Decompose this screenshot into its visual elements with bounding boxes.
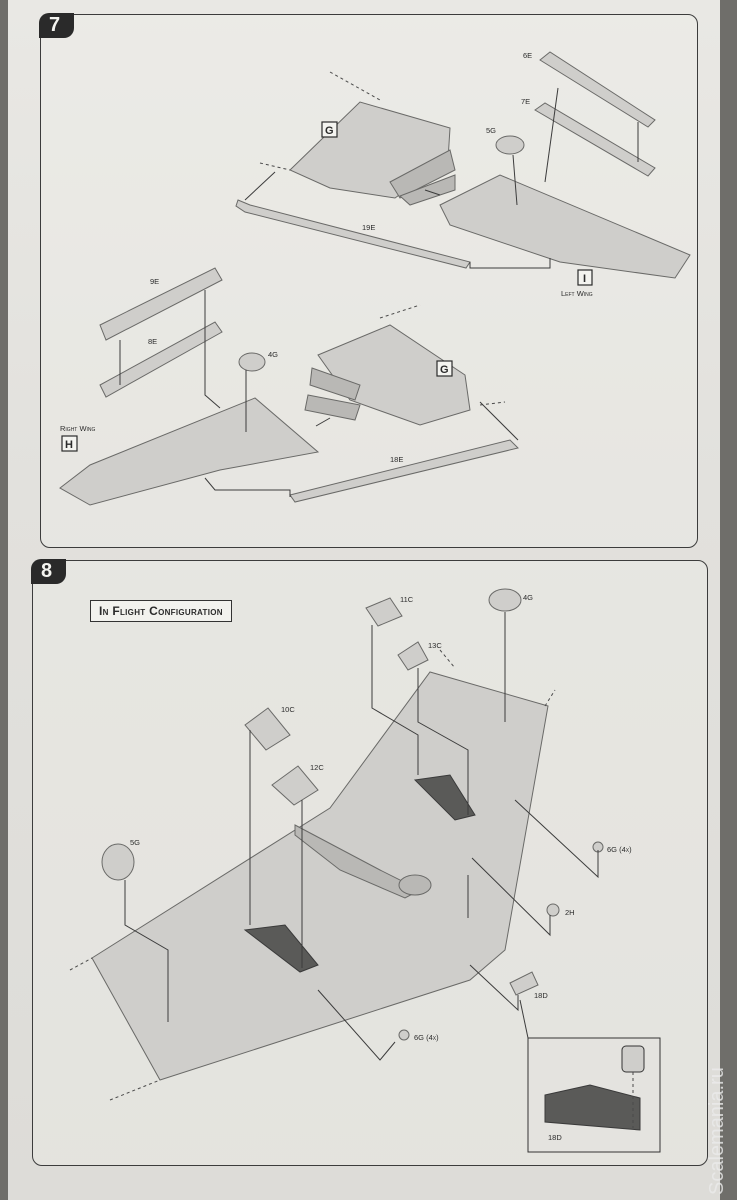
label-18d: 18D <box>534 991 548 1000</box>
part-12c <box>271 765 319 806</box>
left-wing-part-i <box>439 174 691 279</box>
part-6g-bottom <box>398 1029 410 1041</box>
box-g-upper-text: G <box>325 125 334 137</box>
label-2h: 2H <box>565 908 575 917</box>
part-5g-step8 <box>101 843 135 881</box>
part-5g-step7 <box>495 135 525 155</box>
box-g-upper <box>321 121 338 138</box>
label-left-wing: Left Wing <box>561 289 593 298</box>
part-18d-inset <box>544 1084 641 1131</box>
label-18d-inset: 18D <box>548 1133 562 1142</box>
label-13c: 13C <box>428 641 442 650</box>
part-8e <box>99 321 223 398</box>
part-10c <box>244 707 291 751</box>
part-9e <box>99 267 223 341</box>
box-g-lower-text: G <box>440 364 449 376</box>
box-i-text: I <box>583 273 586 285</box>
wing-assembly-underside <box>69 649 556 1101</box>
in-flight-configuration-label: In Flight Configuration <box>90 600 232 622</box>
box-h-text: H <box>65 439 73 451</box>
part-18d <box>509 971 539 996</box>
lower-fuselage-part-g <box>304 304 506 426</box>
part-11c <box>365 597 403 627</box>
label-10c: 10C <box>281 705 295 714</box>
part-4g-step8 <box>488 588 522 612</box>
label-18e: 18E <box>390 455 403 464</box>
label-11c: 11C <box>400 595 414 604</box>
part-2h <box>546 903 560 917</box>
right-wing-part-h <box>59 397 320 506</box>
label-9e: 9E <box>150 277 159 286</box>
label-5g: 5G <box>486 126 496 135</box>
box-h <box>61 435 78 452</box>
step-7-number: 7 <box>39 13 75 38</box>
label-4g-step8: 4G <box>523 593 533 602</box>
part-13c <box>397 641 429 671</box>
box-g-lower <box>436 360 453 377</box>
label-7e: 7E <box>521 97 530 106</box>
part-4g-step7 <box>238 352 266 372</box>
box-i <box>577 269 593 286</box>
label-4g: 4G <box>268 350 278 359</box>
label-6g-top: 6G (4x) <box>607 845 632 854</box>
label-6e: 6E <box>523 51 532 60</box>
label-right-wing: Right Wing <box>60 424 96 433</box>
part-19e <box>235 199 471 269</box>
watermark: Scalemania.ru <box>706 1067 728 1195</box>
part-18e <box>289 439 519 503</box>
label-8e: 8E <box>148 337 157 346</box>
inset-h-icon <box>621 1045 645 1073</box>
part-6e <box>539 51 656 128</box>
label-5g-step8: 5G <box>130 838 140 847</box>
label-19e: 19E <box>362 223 375 232</box>
label-12c: 12C <box>310 763 324 772</box>
part-7e <box>534 102 656 177</box>
label-6g-bottom: 6G (4x) <box>414 1033 439 1042</box>
upper-fuselage-part-g <box>259 71 456 206</box>
step-8-number: 8 <box>31 559 67 584</box>
